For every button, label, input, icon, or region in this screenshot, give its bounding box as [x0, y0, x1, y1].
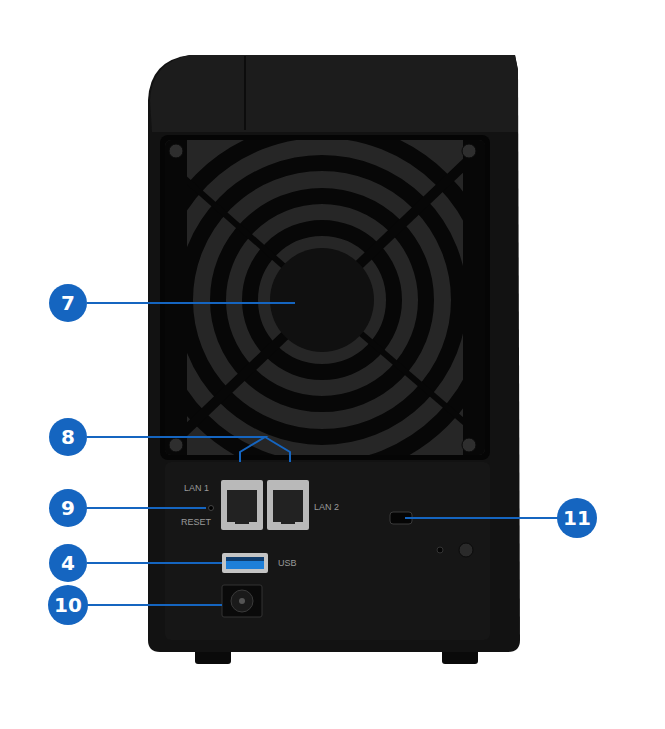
dc-jack — [222, 585, 262, 617]
port-label: LAN 2 — [314, 503, 339, 512]
callout-number-text: 7 — [61, 293, 75, 313]
callout-number: 8 — [49, 418, 87, 456]
leader-line — [87, 507, 206, 509]
port-label: LAN 1 — [184, 484, 209, 493]
housing-top — [150, 55, 518, 132]
callout-number-text: 8 — [61, 427, 75, 447]
leader-line — [87, 437, 265, 462]
seam — [244, 56, 246, 130]
port-label: USB — [278, 559, 297, 568]
io-panel — [165, 462, 490, 640]
callout-number: 7 — [49, 284, 87, 322]
leader-line — [405, 517, 558, 519]
port-label: RESET — [181, 518, 211, 527]
panel-screw — [459, 543, 473, 557]
leader-line — [87, 302, 295, 304]
fan-grille — [165, 140, 485, 455]
lan-ports — [221, 480, 309, 530]
callout-number-text: 10 — [54, 595, 82, 615]
reset-hole — [209, 506, 214, 511]
callout-number-text: 9 — [61, 498, 75, 518]
callout-number: 4 — [49, 544, 87, 582]
panel-hole — [437, 547, 443, 553]
callout-number: 11 — [557, 498, 597, 538]
fan-screws — [169, 144, 476, 452]
callout-number: 9 — [49, 489, 87, 527]
callout-number-text: 11 — [563, 508, 591, 528]
callout-number-text: 4 — [61, 553, 75, 573]
leader-line — [265, 437, 290, 462]
leader-line — [87, 562, 222, 564]
leader-lines — [87, 303, 558, 605]
callout-number: 10 — [48, 585, 88, 625]
usb-port — [222, 553, 268, 573]
leader-line — [87, 604, 222, 606]
